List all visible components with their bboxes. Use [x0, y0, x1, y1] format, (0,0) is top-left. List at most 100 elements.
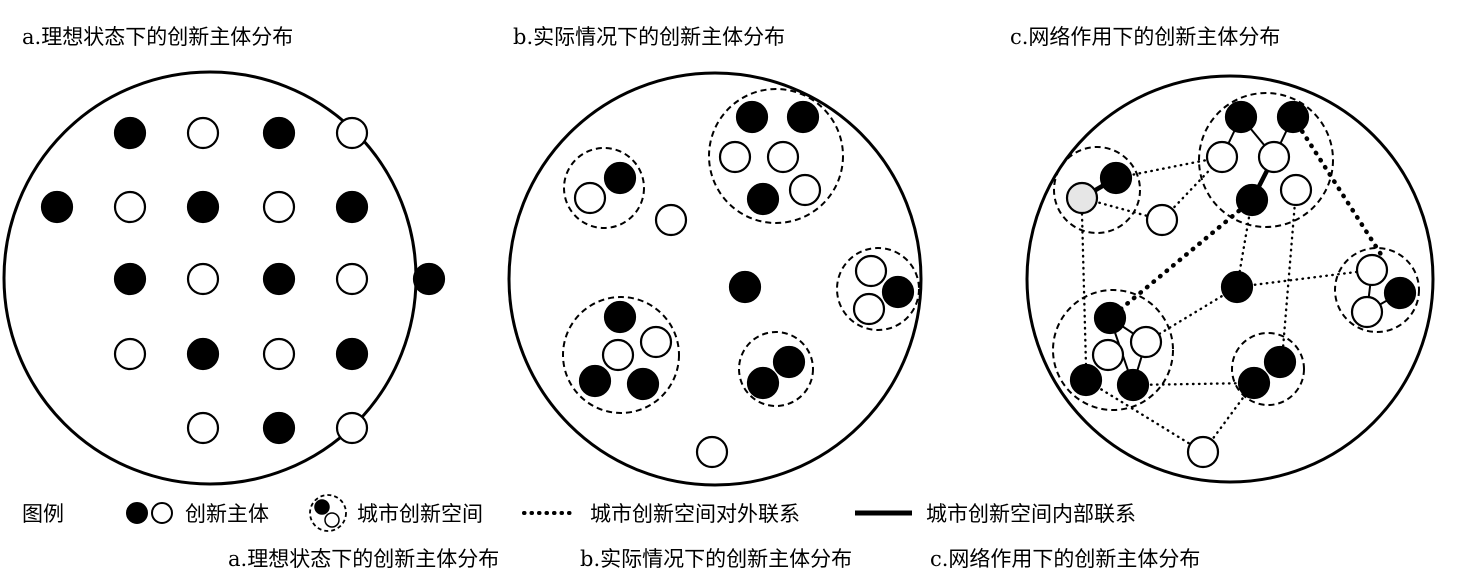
- innovation-subject-dark: [772, 345, 806, 379]
- innovation-subject-light: [335, 262, 369, 296]
- innovation-subject-dark: [1116, 368, 1150, 402]
- innovation-subject-dark: [1069, 363, 1103, 397]
- legend: 图例 创新主体 城市创新空间 城市创新空间对外联系 城市创新空间内部联系: [22, 494, 1136, 532]
- innovation-subject-light: [186, 411, 220, 445]
- innovation-subject-dark: [1093, 301, 1127, 335]
- innovation-space-dashed-circle: [1052, 289, 1174, 411]
- innovation-subject-dark: [735, 100, 769, 134]
- innovation-subject-dark: [881, 275, 915, 309]
- innovation-subject-light: [852, 292, 886, 326]
- legend-innovation-space-icon: [309, 494, 347, 532]
- external-link-line: [1290, 114, 1385, 259]
- innovation-subject-dark: [1235, 183, 1269, 217]
- innovation-subject-light: [186, 116, 220, 150]
- innovation-subject-light: [113, 337, 147, 371]
- caption-b: b.实际情况下的创新主体分布: [580, 547, 852, 571]
- legend-light-subject-icon: [151, 502, 173, 524]
- innovation-space-dashed-circle: [1198, 92, 1334, 228]
- innovation-subject-light: [854, 254, 888, 288]
- innovation-subject-dark: [1383, 276, 1417, 310]
- innovation-subject-dark: [1237, 366, 1271, 400]
- innovation-subject-dark: [746, 366, 780, 400]
- caption-c: c.网络作用下的创新主体分布: [930, 547, 1200, 571]
- innovation-subject-dark: [603, 161, 637, 195]
- panel-c-boundary: [1025, 74, 1435, 484]
- external-link-line: [1084, 378, 1205, 454]
- innovation-subject-light: [335, 411, 369, 445]
- external-link-line: [1114, 155, 1224, 180]
- innovation-subject-dark: [626, 367, 660, 401]
- legend-external-link-label: 城市创新空间对外联系: [590, 502, 800, 526]
- innovation-subject-light: [1205, 140, 1239, 174]
- innovation-subject-light: [718, 140, 752, 174]
- innovation-space-dashed-circle: [708, 88, 844, 224]
- innovation-subject-dark: [113, 116, 147, 150]
- innovation-subject-dark: [262, 116, 296, 150]
- innovation-space-dashed-circle: [1053, 146, 1141, 234]
- innovation-subject-light: [262, 337, 296, 371]
- innovation-subject-light: [654, 203, 688, 237]
- innovation-subject-light: [1091, 338, 1125, 372]
- innovation-subject-dark: [335, 337, 369, 371]
- external-link-line: [1281, 188, 1298, 350]
- innovation-subject-dark: [1263, 345, 1297, 379]
- innovation-subject-dark: [603, 300, 637, 334]
- legend-space-light-subject-icon: [324, 512, 340, 528]
- innovation-subject-dark: [1276, 100, 1310, 134]
- innovation-subject-light: [186, 262, 220, 296]
- legend-innovation-space-label: 城市创新空间: [357, 502, 483, 526]
- legend-heading: 图例: [22, 502, 64, 526]
- innovation-space-dashed-circle: [1334, 247, 1420, 333]
- innovation-subject-light: [1186, 435, 1220, 469]
- legend-innovation-subject-label: 创新主体: [185, 502, 269, 526]
- panel-b-boundary: [507, 71, 923, 487]
- innovation-subject-dark: [186, 190, 220, 224]
- legend-dark-subject-icon: [126, 502, 148, 524]
- innovation-subject-dark: [746, 182, 780, 216]
- external-link-line: [1235, 268, 1374, 289]
- innovation-subject-light: [573, 181, 607, 215]
- innovation-subject-light: [601, 338, 635, 372]
- innovation-subject-light: [639, 325, 673, 359]
- innovation-subject-light: [1355, 253, 1389, 287]
- innovation-subject-dark: [1220, 270, 1254, 304]
- innovation-space-dashed-circle: [836, 247, 920, 331]
- innovation-subject-light: [1257, 140, 1291, 174]
- innovation-subject-dark: [335, 190, 369, 224]
- innovation-subject-light: [766, 140, 800, 174]
- innovation-subject-gray: [1065, 181, 1099, 215]
- innovation-subject-dark: [40, 190, 74, 224]
- external-link-line: [1144, 285, 1239, 344]
- innovation-space-dashed-circle: [1231, 332, 1305, 406]
- innovation-subject-light: [1350, 295, 1384, 329]
- panel-c-title: c.网络作用下的创新主体分布: [1010, 25, 1280, 49]
- innovation-subject-dark: [1224, 100, 1258, 134]
- external-link-line: [1080, 212, 1088, 368]
- innovation-subject-light: [1129, 325, 1163, 359]
- innovation-space-dashed-circle: [562, 296, 680, 414]
- innovation-subject-dark: [412, 262, 446, 296]
- innovation-subject-nodes: [40, 100, 1417, 469]
- innovation-subject-light: [1145, 203, 1179, 237]
- external-link-line: [1107, 197, 1255, 321]
- innovation-subject-dark: [262, 262, 296, 296]
- innovation-subject-dark: [786, 100, 820, 134]
- panel-a-title: a.理想状态下的创新主体分布: [22, 25, 293, 49]
- innovation-subject-light: [788, 173, 822, 207]
- innovation-space-clusters: [562, 88, 1420, 414]
- innovation-subject-light: [113, 190, 147, 224]
- innovation-subject-dark: [1099, 161, 1133, 195]
- innovation-subject-light: [1279, 173, 1313, 207]
- innovation-space-dashed-circle: [738, 331, 814, 407]
- innovation-subject-light: [695, 435, 729, 469]
- legend-space-dark-subject-icon: [314, 499, 330, 515]
- innovation-subject-dark: [113, 262, 147, 296]
- external-link-line: [1080, 196, 1164, 222]
- external-link-line: [1131, 381, 1256, 387]
- caption-a: a.理想状态下的创新主体分布: [228, 547, 499, 571]
- innovation-subject-dark: [186, 337, 220, 371]
- panel-b-title: b.实际情况下的创新主体分布: [513, 25, 785, 49]
- innovation-subject-dark: [728, 270, 762, 304]
- innovation-subject-light: [335, 116, 369, 150]
